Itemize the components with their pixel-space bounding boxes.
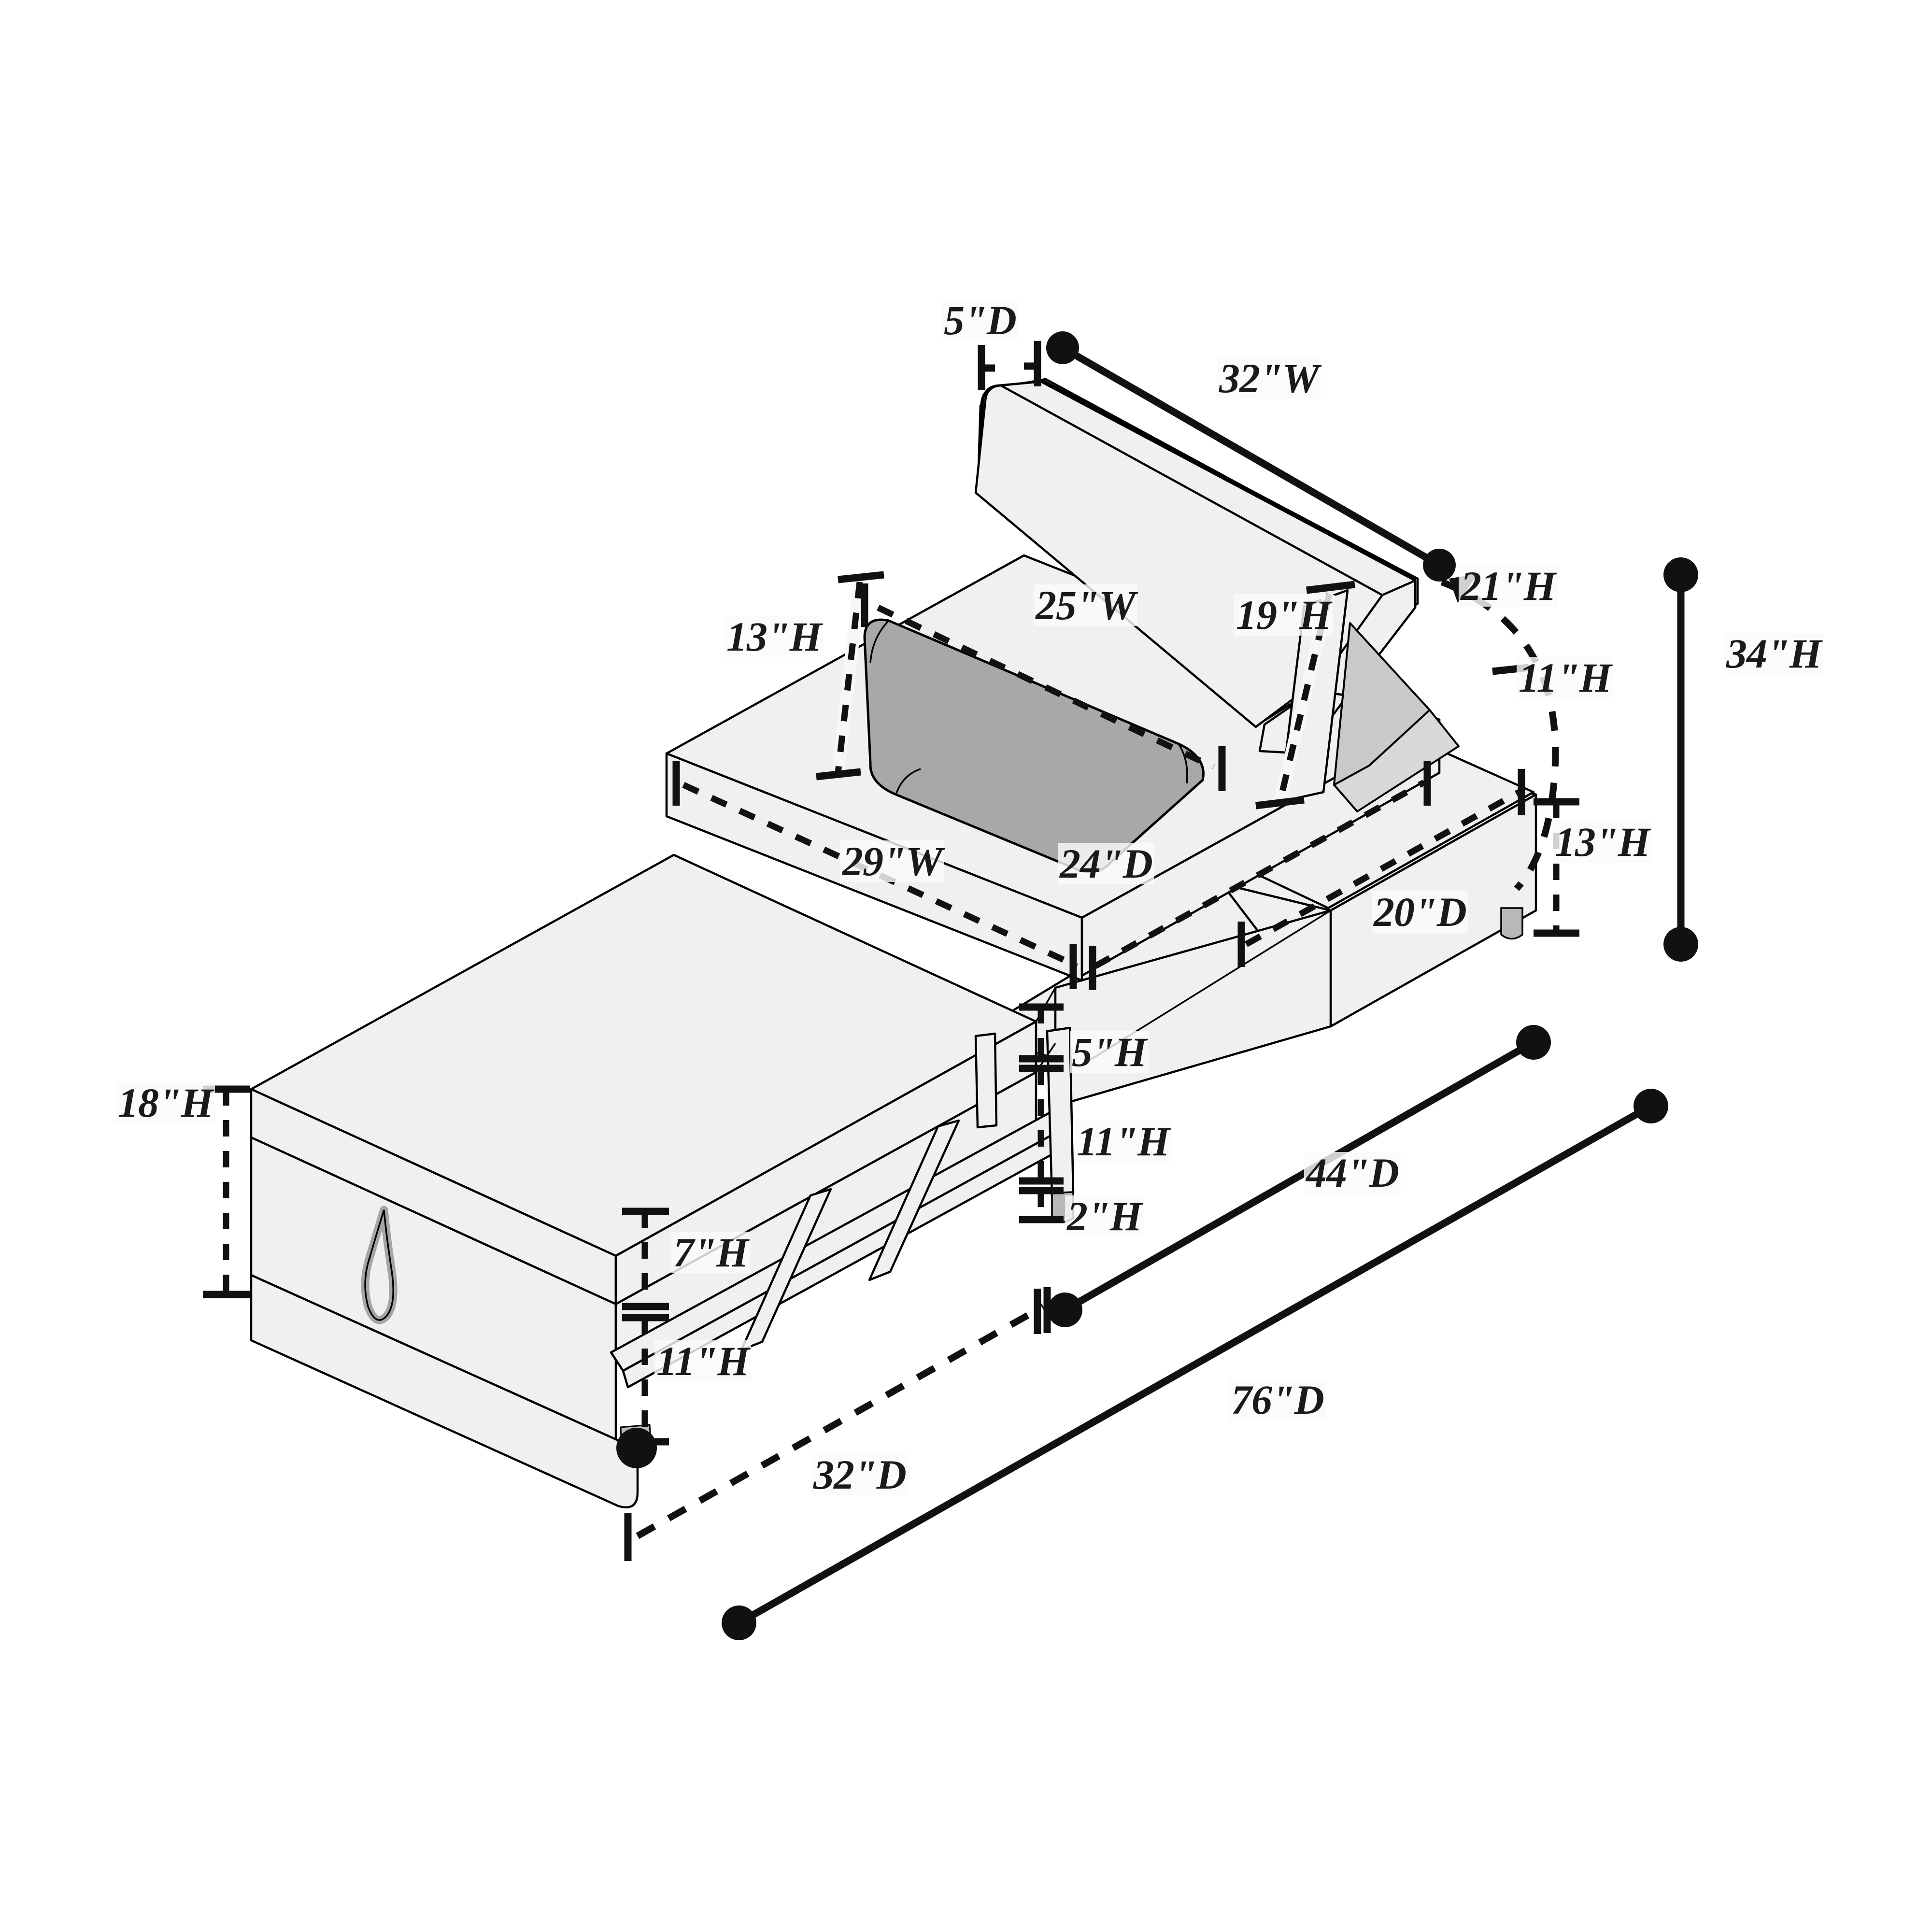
dim-label-34h: 34"H xyxy=(1724,633,1823,674)
dim-label-21h: 21"H xyxy=(1459,565,1558,607)
dim-label-7h: 7"H xyxy=(671,1232,750,1273)
dim-label-19h: 19"H xyxy=(1234,594,1333,636)
dim-label-32w: 32"W xyxy=(1217,357,1321,399)
dim-13h-right xyxy=(1534,798,1579,937)
pull-strap xyxy=(361,1206,398,1324)
dim-label-13h-pillow: 13"H xyxy=(724,616,824,657)
dim-5d xyxy=(978,341,1041,390)
dim-label-25w: 25"W xyxy=(1034,584,1137,626)
dim-2h xyxy=(1019,1191,1064,1223)
dim-label-20d: 20"D xyxy=(1372,891,1468,933)
dim-13h-pillow xyxy=(816,571,884,781)
bolster-pillow xyxy=(863,618,1205,873)
dim-34h xyxy=(1663,557,1698,962)
dim-32w xyxy=(1046,331,1456,582)
dim-label-2h: 2"H xyxy=(1065,1195,1144,1237)
dim-76d xyxy=(722,1089,1668,1640)
dim-44d xyxy=(1034,1025,1551,1334)
dim-24d xyxy=(1089,761,1431,990)
dim-label-32d: 32"D xyxy=(811,1454,908,1495)
dim-label-11h-frame: 11"H xyxy=(654,1340,751,1382)
support-frame xyxy=(610,1026,1075,1389)
recline-wedge-mechanism xyxy=(1333,622,1460,812)
dim-label-11h-leg: 11"H xyxy=(1075,1121,1171,1162)
dim-label-18h: 18"H xyxy=(116,1082,215,1123)
dim-25w xyxy=(861,583,1226,791)
dim-label-24d: 24"D xyxy=(1058,843,1154,884)
dim-label-5h: 5"H xyxy=(1070,1031,1149,1073)
caster-wheel xyxy=(616,1424,657,1468)
dim-32d xyxy=(624,1287,1051,1561)
dim-label-5d: 5"D xyxy=(942,299,1018,341)
dim-label-11h-arc: 11"H xyxy=(1517,657,1613,698)
dim-label-76d: 76"D xyxy=(1229,1379,1326,1421)
dim-label-13h-right: 13"H xyxy=(1553,821,1652,863)
dim-5h xyxy=(1019,1003,1064,1072)
dim-11h-frame xyxy=(622,1318,669,1446)
dim-label-44d: 44"D xyxy=(1304,1152,1401,1193)
dim-20d xyxy=(1237,769,1525,967)
dim-label-29w: 29"W xyxy=(840,840,944,882)
